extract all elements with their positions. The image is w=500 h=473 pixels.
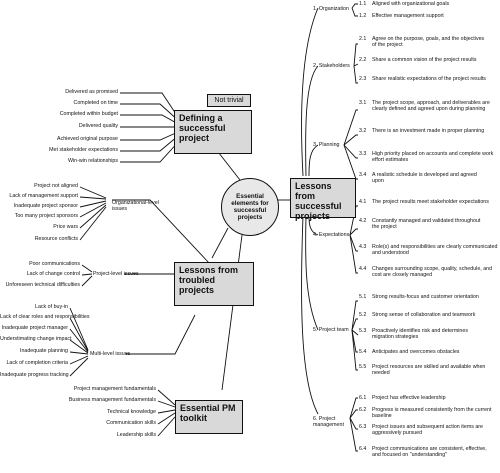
group-label: 2. Stakeholders — [313, 63, 350, 69]
item-text: Share realistic expectations of the proj… — [372, 76, 486, 82]
defining-item: Win-win relationships — [67, 158, 118, 164]
item-number: 5.1 — [359, 294, 367, 300]
item-text: Strong results-focus and customer orient… — [372, 294, 479, 300]
item-number: 3.1 — [359, 100, 367, 106]
multi-level-item: Inadequate project manager — [1, 325, 68, 331]
item-number: 2.1 — [359, 36, 367, 42]
defining-item: Met stakeholder expectations — [49, 147, 118, 153]
item-text: Progress is measured consistently from t… — [372, 407, 492, 420]
org-item: Resource conflicts — [34, 236, 78, 242]
org-level-label: Organizational-level issues — [112, 200, 159, 213]
item-text: The project scope, approach, and deliver… — [372, 100, 490, 113]
org-item: Price wars — [53, 224, 78, 230]
multi-level-item: Understimating change impact — [0, 336, 72, 342]
org-item: Lack of management support — [9, 193, 78, 199]
defining-item: Delivered quality — [78, 123, 118, 129]
item-number: 5.4 — [359, 349, 367, 355]
item-text: Project issues and subsequent action ite… — [372, 424, 484, 437]
toolkit-item: Project management fundamentals — [73, 386, 156, 392]
group-label: 4. Expectations — [313, 232, 350, 238]
central-topic: Essential elements for successful projec… — [221, 178, 279, 236]
item-number: 6.3 — [359, 424, 367, 430]
item-number: 1.2 — [359, 13, 367, 19]
project-level-item: Poor communications — [29, 261, 80, 267]
item-number: 6.2 — [359, 407, 367, 413]
org-item: Too many project sponsors — [14, 213, 78, 219]
item-text: Share a common vision of the project res… — [372, 57, 477, 63]
item-text: Agree on the purpose, goals, and the obj… — [372, 36, 485, 49]
item-number: 3.2 — [359, 128, 367, 134]
item-text: The project results meet stakeholder exp… — [372, 199, 489, 205]
toolkit-item: Technical knowledge — [107, 409, 156, 415]
multi-level-item: Lack of buy-in — [35, 304, 68, 310]
item-number: 6.1 — [359, 395, 367, 401]
group-label: 6. Project management — [313, 416, 344, 429]
item-text: Role(s) and responsibilities are clearly… — [372, 244, 498, 257]
item-text: Proactively identifies risk and determin… — [372, 328, 468, 341]
org-item: Project not aligned — [34, 183, 78, 189]
org-item: Inadequate project sponsor — [13, 203, 78, 209]
defining-item: Delivered as promised — [65, 89, 118, 95]
defining-box: Defining a successful project — [174, 110, 252, 154]
item-number: 4.4 — [359, 266, 367, 272]
toolkit-box: Essential PM toolkit — [175, 400, 243, 434]
item-text: High priority placed on accounts and com… — [372, 151, 494, 164]
defining-item: Achieved original purpose — [57, 136, 118, 142]
item-number: 2.2 — [359, 57, 367, 63]
multi-level-label: Multi-level issues — [90, 351, 131, 357]
toolkit-item: Leadership skills — [116, 432, 156, 438]
multi-level-item: Lack of clear roles and responsibilities — [0, 314, 90, 320]
multi-level-item: Inadequate progress tracking — [0, 372, 69, 378]
project-level-label: Project-level issues — [93, 271, 139, 277]
item-number: 1.1 — [359, 1, 367, 7]
item-number: 5.2 — [359, 312, 367, 318]
item-text: Aligned with organizational goals — [372, 1, 450, 7]
project-level-item: Unforeseen technical difficulties — [5, 282, 80, 288]
toolkit-item: Communication skills — [106, 420, 156, 426]
item-number: 5.3 — [359, 328, 367, 334]
not-trivial-callout: Not trivial — [207, 94, 251, 107]
item-text: Strong sense of collaboration and teamwo… — [372, 312, 476, 318]
item-text: Project communications are consistent, e… — [372, 446, 487, 459]
group-label: 1. Organization — [313, 6, 349, 12]
item-text: A realistic schedule is developed and ag… — [372, 172, 477, 185]
successful-box: Lessons from successful projects — [290, 178, 356, 221]
item-text: There is an investment made in proper pl… — [372, 128, 485, 134]
group-label: 3. Planning — [313, 142, 340, 148]
item-number: 6.4 — [359, 446, 367, 452]
item-text: Effective management support — [372, 13, 444, 19]
item-number: 2.3 — [359, 76, 367, 82]
group-label: 5. Project team — [313, 327, 349, 333]
item-text: Anticipates and overcomes obstacles — [372, 349, 460, 355]
project-level-item: Lack of change control — [26, 271, 80, 277]
item-number: 3.3 — [359, 151, 367, 157]
multi-level-item: Lack of completion criteria — [6, 360, 68, 366]
item-text: Changes surrounding scope, quality, sche… — [372, 266, 493, 279]
troubled-box: Lessons from troubled projects — [174, 262, 254, 306]
item-number: 3.4 — [359, 172, 367, 178]
defining-item: Completed on time — [73, 100, 118, 106]
defining-item: Completed within budget — [59, 111, 118, 117]
item-text: Project resources are skilled and availa… — [372, 364, 486, 377]
item-text: Project has effective leadership — [372, 395, 446, 401]
item-number: 5.5 — [359, 364, 367, 370]
item-text: Constantly managed and validated through… — [372, 218, 481, 231]
item-number: 4.2 — [359, 218, 367, 224]
item-number: 4.3 — [359, 244, 367, 250]
multi-level-item: Inadequate planning — [19, 348, 68, 354]
item-number: 4.1 — [359, 199, 367, 205]
toolkit-item: Business management fundamentals — [68, 397, 156, 403]
